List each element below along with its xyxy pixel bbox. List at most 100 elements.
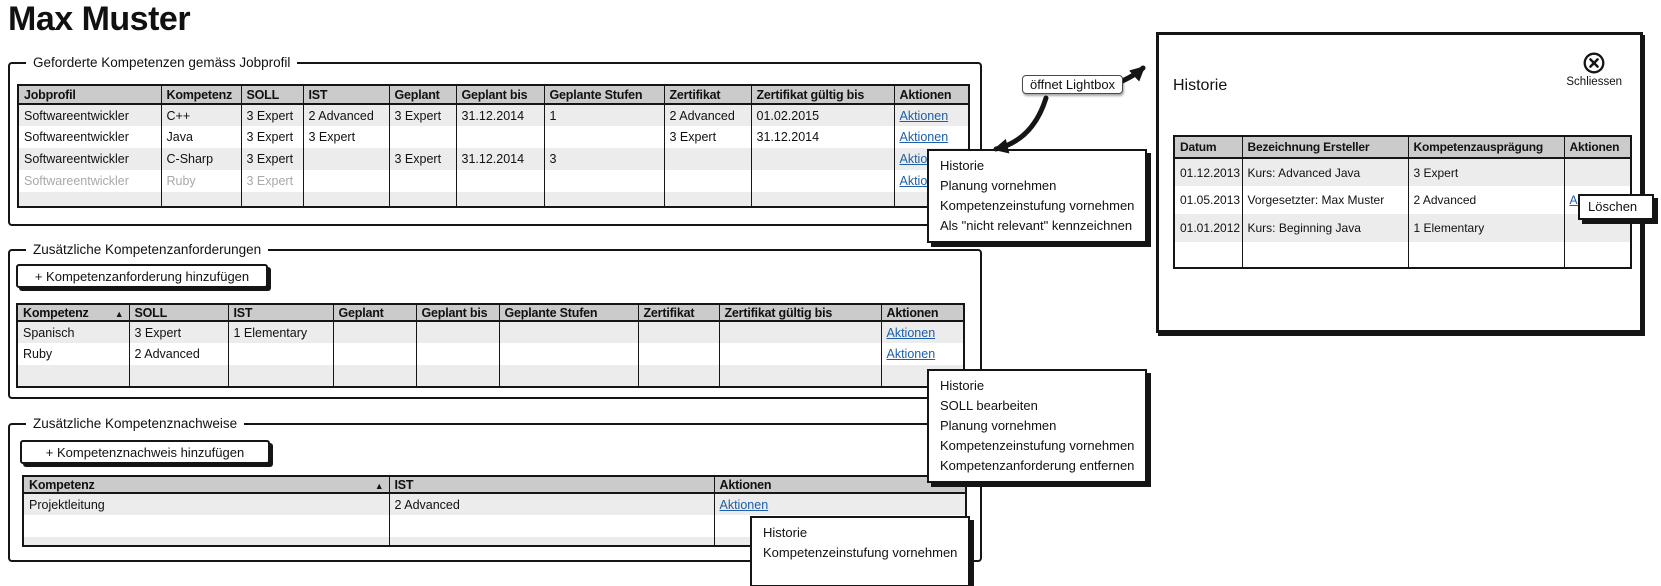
menu-item[interactable]: Planung vornehmen (940, 178, 1057, 193)
table-cell (751, 148, 895, 170)
column-header[interactable]: SOLL (129, 304, 229, 322)
column-header[interactable]: Kompetenz (161, 85, 242, 105)
column-header[interactable]: Zertifikat (638, 304, 720, 322)
context-menu-history-actions: Löschen (1578, 194, 1654, 220)
column-header[interactable]: Geplante Stufen (544, 85, 665, 105)
table-cell: 3 Expert (241, 148, 304, 170)
table-cell (638, 321, 720, 343)
column-header[interactable]: Datum (1174, 136, 1243, 159)
column-header[interactable]: Aktionen (894, 85, 969, 105)
table-cell (416, 343, 500, 365)
menu-item[interactable]: Kompetenzeinstufung vornehmen (763, 545, 958, 560)
menu-item[interactable]: Historie (940, 158, 985, 173)
menu-item[interactable]: Kompetenzeinstufung vornehmen (940, 198, 1135, 213)
table-row (17, 365, 964, 387)
aktionen-link[interactable]: Aktionen (886, 325, 936, 340)
lightbox-title: Historie (1173, 77, 1228, 94)
menu-item[interactable]: Löschen (1588, 199, 1638, 214)
aktionen-link[interactable]: Aktionen (899, 130, 949, 144)
table-cell (303, 192, 390, 207)
column-header[interactable]: Kompetenz▲ (23, 476, 390, 494)
table-cell (303, 148, 390, 170)
table-cell (1408, 242, 1565, 268)
column-header[interactable]: Geplant (333, 304, 417, 322)
table-cell (751, 170, 895, 192)
sort-ascending-icon: ▲ (114, 308, 124, 319)
table-cell: 2 Advanced (1408, 186, 1565, 214)
table-cell: 3 Expert (129, 321, 229, 343)
column-header[interactable]: Geplante Stufen (499, 304, 639, 322)
table-cell: 3 Expert (1408, 158, 1565, 186)
table-cell (456, 126, 545, 148)
table-row (23, 515, 966, 537)
table-row (1174, 242, 1631, 268)
sort-ascending-icon: ▲ (374, 480, 384, 491)
table-cell: 3 Expert (241, 104, 304, 126)
aktionen-link[interactable]: Aktionen (886, 347, 936, 361)
column-header[interactable]: Zertifikat gültig bis (719, 304, 882, 322)
column-header[interactable]: Geplant bis (456, 85, 545, 105)
table-cell (161, 192, 242, 207)
column-header[interactable]: Zertifikat (664, 85, 752, 105)
table-cell: Projektleitung (23, 493, 390, 515)
column-header[interactable]: Kompetenz▲ (17, 304, 130, 322)
table-cell (241, 192, 304, 207)
menu-item[interactable]: Kompetenzanforderung entfernen (940, 458, 1135, 473)
table-cell (389, 537, 715, 546)
aktionen-link[interactable]: Aktionen (899, 108, 949, 123)
menu-item[interactable]: Historie (940, 378, 985, 393)
table-cell: Vorgesetzter: Max Muster (1242, 186, 1409, 214)
table-cell: Kurs: Advanced Java (1242, 158, 1409, 186)
table-cell (638, 365, 720, 387)
menu-item[interactable]: Als "nicht relevant" kennzeichnen (940, 218, 1133, 233)
column-header[interactable]: Aktionen (714, 476, 966, 494)
column-header[interactable]: Bezeichnung Ersteller (1242, 136, 1409, 159)
table-cell (544, 126, 665, 148)
column-header[interactable]: Zertifikat gültig bis (751, 85, 895, 105)
column-header[interactable]: SOLL (241, 85, 304, 105)
table-cell (456, 170, 545, 192)
column-header[interactable]: Geplant bis (416, 304, 500, 322)
add-evidence-button[interactable]: + Kompetenznachweis hinzufügen (20, 440, 270, 464)
column-header[interactable]: Aktionen (881, 304, 964, 322)
column-header[interactable]: Kompetenzausprägung (1408, 136, 1565, 159)
table-cell (664, 170, 752, 192)
column-header[interactable]: Jobprofil (18, 85, 162, 105)
menu-item[interactable]: Planung vornehmen (940, 418, 1057, 433)
column-header[interactable]: Aktionen (1564, 136, 1631, 159)
table-cell (499, 321, 639, 343)
table-cell: Aktionen (894, 126, 969, 148)
add-requirement-button[interactable]: + Kompetenzanforderung hinzufügen (16, 264, 268, 288)
table-cell: 1 Elementary (228, 321, 334, 343)
close-button[interactable]: Schliessen (1566, 51, 1622, 88)
column-header[interactable]: IST (389, 476, 715, 494)
table-cell: 31.12.2014 (456, 104, 545, 126)
column-header[interactable]: IST (228, 304, 334, 322)
table-cell (1564, 158, 1631, 186)
table-cell: Softwareentwickler (18, 148, 162, 170)
table-cell (18, 192, 162, 207)
table-cell (303, 170, 390, 192)
table-cell: 3 Expert (241, 170, 304, 192)
table-cell (416, 321, 500, 343)
menu-item[interactable]: SOLL bearbeiten (940, 398, 1038, 413)
table-cell: Softwareentwickler (18, 170, 162, 192)
column-header[interactable]: Geplant (389, 85, 457, 105)
table-cell: 3 Expert (303, 126, 390, 148)
aktionen-link[interactable]: Aktionen (719, 497, 769, 512)
table-cell (389, 515, 715, 537)
table-cell (389, 192, 457, 207)
table-cell (544, 170, 665, 192)
section-evidence-legend: Zusätzliche Kompetenznachweise (26, 416, 245, 431)
table-cell (544, 192, 665, 207)
column-header[interactable]: IST (303, 85, 390, 105)
menu-item[interactable]: Historie (763, 525, 808, 540)
menu-item[interactable]: Kompetenzeinstufung vornehmen (940, 438, 1135, 453)
